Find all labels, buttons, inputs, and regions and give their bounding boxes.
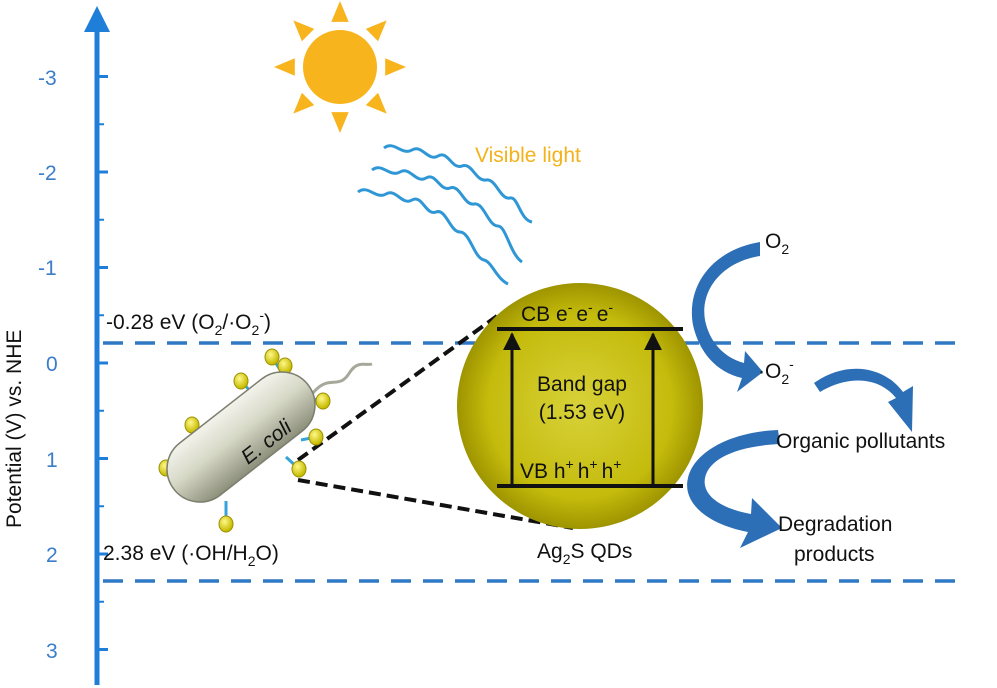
tick-label: -1 xyxy=(38,257,57,280)
ecoli-cell: E. coli xyxy=(158,348,373,533)
band-gap-label: Band gap xyxy=(537,373,627,396)
upper-level-label: -0.28 eV (O2/·O2-) xyxy=(106,307,271,338)
sun-ray xyxy=(331,1,349,22)
tick-label: 3 xyxy=(46,640,58,663)
potential-axis xyxy=(84,6,110,685)
ligand-head xyxy=(291,460,307,478)
sun-ray xyxy=(385,58,406,76)
sun-ray xyxy=(365,20,387,42)
ligand-head xyxy=(315,392,331,410)
vb-label: VB h+h+h+ xyxy=(520,456,621,483)
products-label-line2: products xyxy=(794,543,875,566)
o2-label: O2 xyxy=(765,230,789,257)
tick-labels: -3 -2 -1 0 1 2 3 xyxy=(38,67,58,663)
lower-level-label: 2.38 eV (·OH/H2O) xyxy=(103,542,279,569)
sun-ray xyxy=(293,92,315,114)
axis-title: Potential (V) vs. NHE xyxy=(3,330,26,528)
superoxide-label: ·O2- xyxy=(758,356,794,387)
ligand-head xyxy=(264,348,280,366)
flagellum xyxy=(310,362,373,395)
degradation-arrow xyxy=(687,430,782,548)
sun-ray xyxy=(331,112,349,133)
superoxide-attack-arrow xyxy=(814,368,913,432)
zoom-line-top xyxy=(296,314,499,462)
products-label-line1: Degradation xyxy=(778,513,892,536)
tick-label: 1 xyxy=(46,449,58,472)
ligand-head xyxy=(233,372,249,390)
sun-ray xyxy=(293,20,315,42)
sun-ray xyxy=(365,92,387,114)
tick-label: 0 xyxy=(46,353,58,376)
tick-label: -3 xyxy=(38,67,57,90)
sun-ray xyxy=(274,58,295,76)
tick-label: 2 xyxy=(46,544,58,567)
visible-light-label: Visible light xyxy=(475,144,581,167)
band-gap-value: (1.53 eV) xyxy=(539,401,625,424)
cb-label: CB e-e-e- xyxy=(521,299,613,326)
light-wave-icon xyxy=(357,144,533,286)
o2-reduction-arrow xyxy=(691,242,763,392)
tick-label: -2 xyxy=(38,162,57,185)
ligand-head xyxy=(308,428,324,446)
sun-icon xyxy=(274,1,406,133)
zoom-line-bottom xyxy=(297,478,574,530)
pollutants-label: Organic pollutants xyxy=(776,430,945,453)
particle-name-label: Ag2S QDs xyxy=(537,540,632,567)
ligand-head xyxy=(218,515,234,533)
